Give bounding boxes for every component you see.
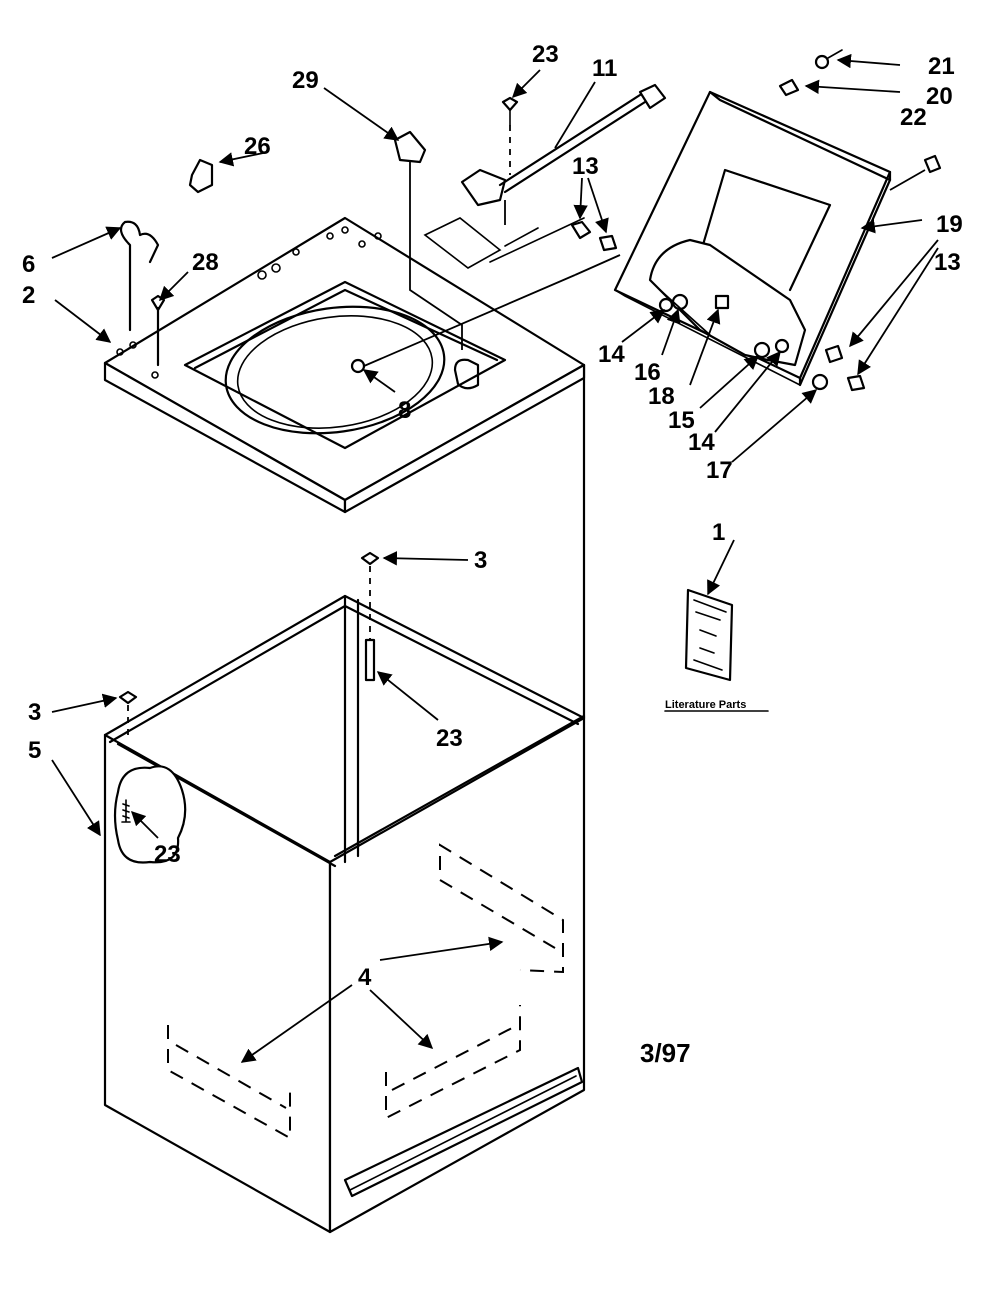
callout-17: 17 [706, 457, 733, 484]
callout-14a: 14 [598, 341, 625, 368]
switch-bracket [393, 130, 463, 350]
callout-4: 4 [358, 964, 372, 991]
tub-screw [350, 254, 621, 374]
callout-16: 16 [634, 359, 661, 386]
callout-8: 8 [398, 397, 411, 424]
hinge-pins-left [570, 220, 618, 252]
callout-1: 1 [712, 519, 725, 546]
callout-5: 5 [28, 737, 41, 764]
lid [613, 90, 892, 387]
leader-arrows [51, 53, 939, 1063]
hinge-hardware [658, 289, 829, 391]
callout-23b: 23 [436, 725, 463, 752]
callout-18: 18 [648, 383, 675, 410]
callout-29: 29 [292, 67, 319, 94]
callout-15: 15 [668, 407, 695, 434]
callout-23c: 23 [154, 841, 181, 868]
cabinet [103, 363, 586, 1234]
callout-19: 19 [936, 211, 963, 238]
washer-top [103, 216, 586, 514]
callout-26: 26 [244, 133, 271, 160]
hidden-brackets [167, 843, 564, 1140]
cabinet-fasteners [118, 551, 380, 740]
screw-top [501, 96, 519, 175]
lid-fasteners [778, 49, 942, 191]
hinge-spring [119, 220, 160, 332]
callout-3b: 3 [28, 699, 41, 726]
hinge-pins-right [824, 344, 866, 392]
callout-21: 21 [928, 53, 955, 80]
callout-20: 20 [926, 83, 953, 110]
callout-28: 28 [192, 249, 219, 276]
callout-22: 22 [900, 104, 927, 131]
literature-label: Literature Parts [665, 699, 746, 711]
callout-13b: 13 [934, 249, 961, 276]
callout-14b: 14 [688, 429, 715, 456]
callout-11: 11 [592, 55, 617, 82]
callout-2: 2 [22, 282, 35, 309]
callout-13a: 13 [572, 153, 599, 180]
callout-6: 6 [22, 251, 35, 278]
clip [188, 158, 214, 194]
callout-23a: 23 [532, 41, 559, 68]
date-code: 3/97 [640, 1038, 691, 1068]
callout-labels: 1 2 3 3 4 5 6 8 11 13 13 14 14 15 16 17 … [22, 41, 963, 991]
switch-harness [460, 83, 667, 225]
literature-booklet [684, 588, 734, 682]
callout-3a: 3 [474, 547, 487, 574]
